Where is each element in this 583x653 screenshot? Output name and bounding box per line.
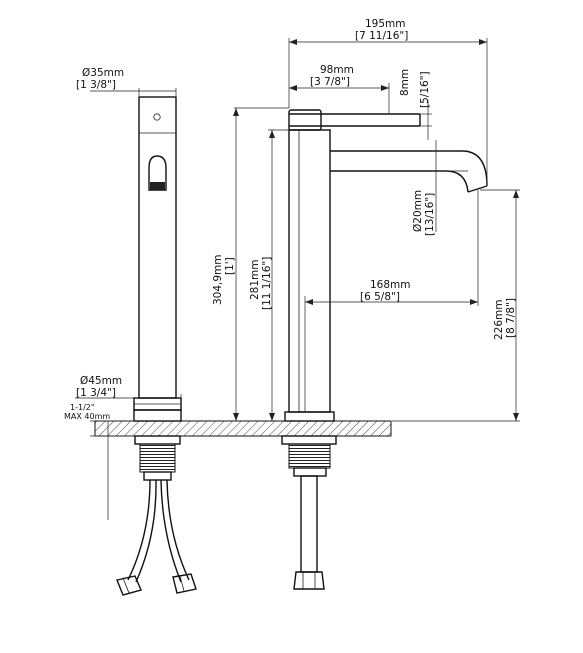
spout-height-metric: 226mm [493, 300, 505, 341]
dimension-labels: Ø35mm [1 3/8"] Ø45mm [1 3/4"] 1-1/2" MAX… [64, 18, 517, 421]
front-view-faucet [281, 109, 488, 590]
spout-reach-metric: 168mm [370, 279, 411, 291]
overall-reach-imperial: [7 11/16"] [355, 30, 408, 42]
handle-length-imperial: [3 7/8"] [310, 76, 350, 88]
spout-diameter-metric: Ø20mm [412, 190, 424, 232]
spout-reach-imperial: [6 5/8"] [360, 291, 400, 303]
spout-diameter-imperial: [13/16"] [424, 193, 436, 236]
total-height-imperial: [1'] [224, 257, 236, 275]
handle-diameter-imperial: [5/16"] [419, 71, 431, 108]
dimension-lines [75, 38, 520, 520]
body-height-metric: 281mm [249, 260, 261, 301]
total-height-metric: 304,9mm [212, 254, 224, 305]
countertop [94, 420, 392, 437]
deck-thickness-imperial: 1-1/2" [70, 403, 95, 412]
body-height-imperial: [11 1/16"] [261, 257, 273, 310]
deck-thickness-metric: MAX 40mm [64, 412, 110, 421]
side-view-faucet [116, 96, 197, 596]
base-diameter-imperial: [1 3/4"] [76, 387, 116, 399]
body-diameter-metric: Ø35mm [82, 67, 124, 79]
overall-reach-metric: 195mm [365, 18, 406, 30]
body-diameter-imperial: [1 3/8"] [76, 79, 116, 91]
base-diameter-metric: Ø45mm [80, 375, 122, 387]
handle-diameter-metric: 8mm [399, 69, 411, 96]
spout-height-imperial: [8 7/8"] [505, 298, 517, 338]
handle-length-metric: 98mm [320, 64, 354, 76]
